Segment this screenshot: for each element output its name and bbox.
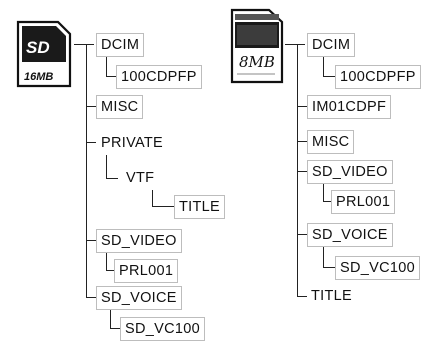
right-folder-sd-vc100: SD_VC100 xyxy=(335,256,420,280)
tree-connector-line xyxy=(86,297,96,298)
tree-connector-line xyxy=(297,106,307,107)
right-folder-prl001: PRL001 xyxy=(331,190,395,214)
right-folder-dcim: DCIM xyxy=(307,33,355,57)
left-folder-private: PRIVATE xyxy=(96,131,168,155)
tree-connector-line xyxy=(323,246,324,268)
right-folder-sd-voice: SD_VOICE xyxy=(307,223,393,247)
tree-connector-line xyxy=(106,178,118,179)
left-folder-100cdpfp: 100CDPFP xyxy=(116,65,202,89)
tree-connector-line xyxy=(297,296,307,297)
tree-connector-line xyxy=(110,328,120,329)
tree-connector-line xyxy=(297,171,307,172)
left-folder-sd-video: SD_VIDEO xyxy=(96,229,182,253)
left-folder-vtf: VTF xyxy=(124,167,156,189)
right-folder-title: TITLE xyxy=(309,285,354,307)
card-capacity-label: 16MB xyxy=(24,71,53,83)
tree-connector-line xyxy=(110,309,111,329)
tree-connector-line xyxy=(323,267,335,268)
tree-connector-line xyxy=(86,142,96,143)
right-folder-sd-video: SD_VIDEO xyxy=(307,160,393,184)
tree-connector-line xyxy=(297,141,307,142)
tree-connector-line xyxy=(106,251,107,271)
tree-connector-line xyxy=(323,55,324,77)
tree-connector-line xyxy=(152,206,174,207)
tree-connector-line xyxy=(323,201,331,202)
tree-connector-line xyxy=(106,76,116,77)
left-folder-prl001: PRL001 xyxy=(114,259,178,283)
tree-connector-line xyxy=(297,234,307,235)
left-folder-sd-voice: SD_VOICE xyxy=(96,286,182,310)
left-folder-misc: MISC xyxy=(96,95,143,119)
tree-connector-line xyxy=(323,76,335,77)
tree-connector-line xyxy=(86,44,87,298)
tree-connector-line xyxy=(86,106,96,107)
tree-connector-line xyxy=(86,240,96,241)
right-folder-100cdpfp: 100CDPFP xyxy=(335,65,421,89)
left-folder-sd-vc100: SD_VC100 xyxy=(120,317,205,341)
sd-logo: SD xyxy=(26,38,50,57)
left-folder-title: TITLE xyxy=(174,195,225,219)
tree-connector-line xyxy=(297,44,298,296)
tree-connector-line xyxy=(285,44,305,45)
tree-connector-line xyxy=(106,55,107,77)
right-folder-im01cdpf: IM01CDPF xyxy=(307,95,391,119)
card-capacity-label: 8MB xyxy=(239,53,275,71)
memory-card-8mb-icon: 8MB xyxy=(229,8,285,84)
tree-connector-line xyxy=(152,190,153,206)
tree-connector-line xyxy=(106,153,107,179)
tree-connector-line xyxy=(323,182,324,202)
right-folder-misc: MISC xyxy=(307,130,354,154)
left-folder-dcim: DCIM xyxy=(96,33,144,57)
sd-card-16mb-icon: SD 16MB xyxy=(14,20,74,90)
tree-connector-line xyxy=(106,270,114,271)
tree-connector-line xyxy=(74,44,94,45)
